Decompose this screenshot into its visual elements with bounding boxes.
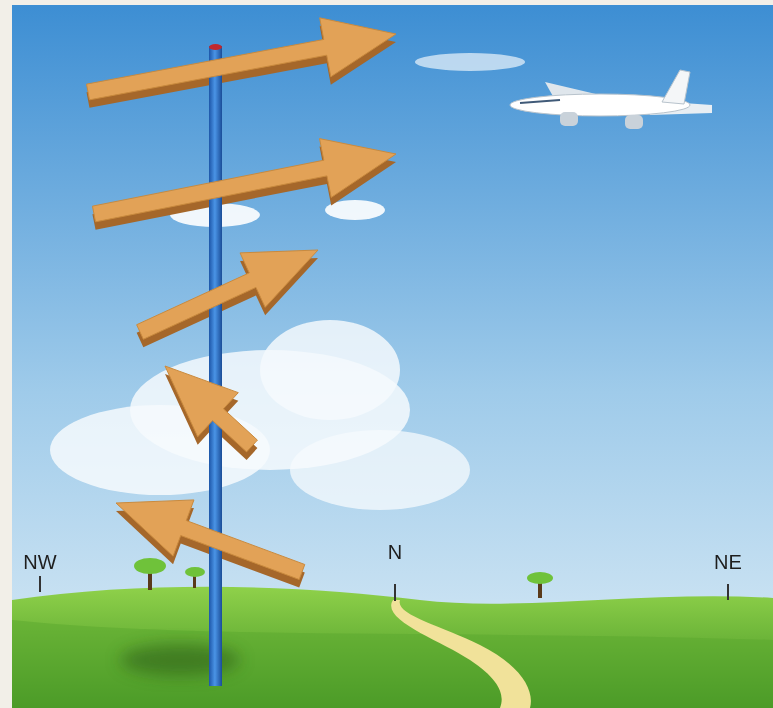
wind-arrows [87, 18, 396, 580]
pole [209, 46, 222, 686]
tree-crown [134, 558, 166, 574]
compass-tick [39, 576, 41, 592]
airplane-engine [625, 115, 643, 129]
airplane-windows [520, 100, 560, 103]
compass-tick [727, 584, 729, 600]
compass-label: NW [23, 552, 56, 572]
airplane-engine [560, 112, 578, 126]
airplane [510, 70, 712, 129]
hills [12, 587, 773, 708]
wind-arrows-back [87, 26, 396, 588]
airplane-fuselage [510, 94, 690, 116]
wind-arrow [116, 500, 305, 580]
cloud [260, 320, 400, 420]
wind-arrow [165, 366, 257, 452]
wind-arrow [92, 139, 396, 222]
wind-arrow [87, 18, 396, 100]
cloud [290, 430, 470, 510]
hills [12, 620, 773, 708]
wind-arrow [137, 250, 318, 339]
clouds [50, 53, 525, 510]
trees [134, 558, 553, 598]
compass-label: NE [714, 552, 742, 572]
compass-label: N [388, 542, 402, 562]
tree-crown [185, 567, 205, 577]
compass-tick [394, 584, 396, 601]
compass-ticks [40, 576, 728, 601]
cloud [415, 53, 525, 71]
pole-cap [209, 44, 222, 50]
tree-crown [527, 572, 553, 584]
airplane-tail [662, 70, 690, 104]
road [391, 600, 531, 708]
sky [12, 5, 773, 708]
